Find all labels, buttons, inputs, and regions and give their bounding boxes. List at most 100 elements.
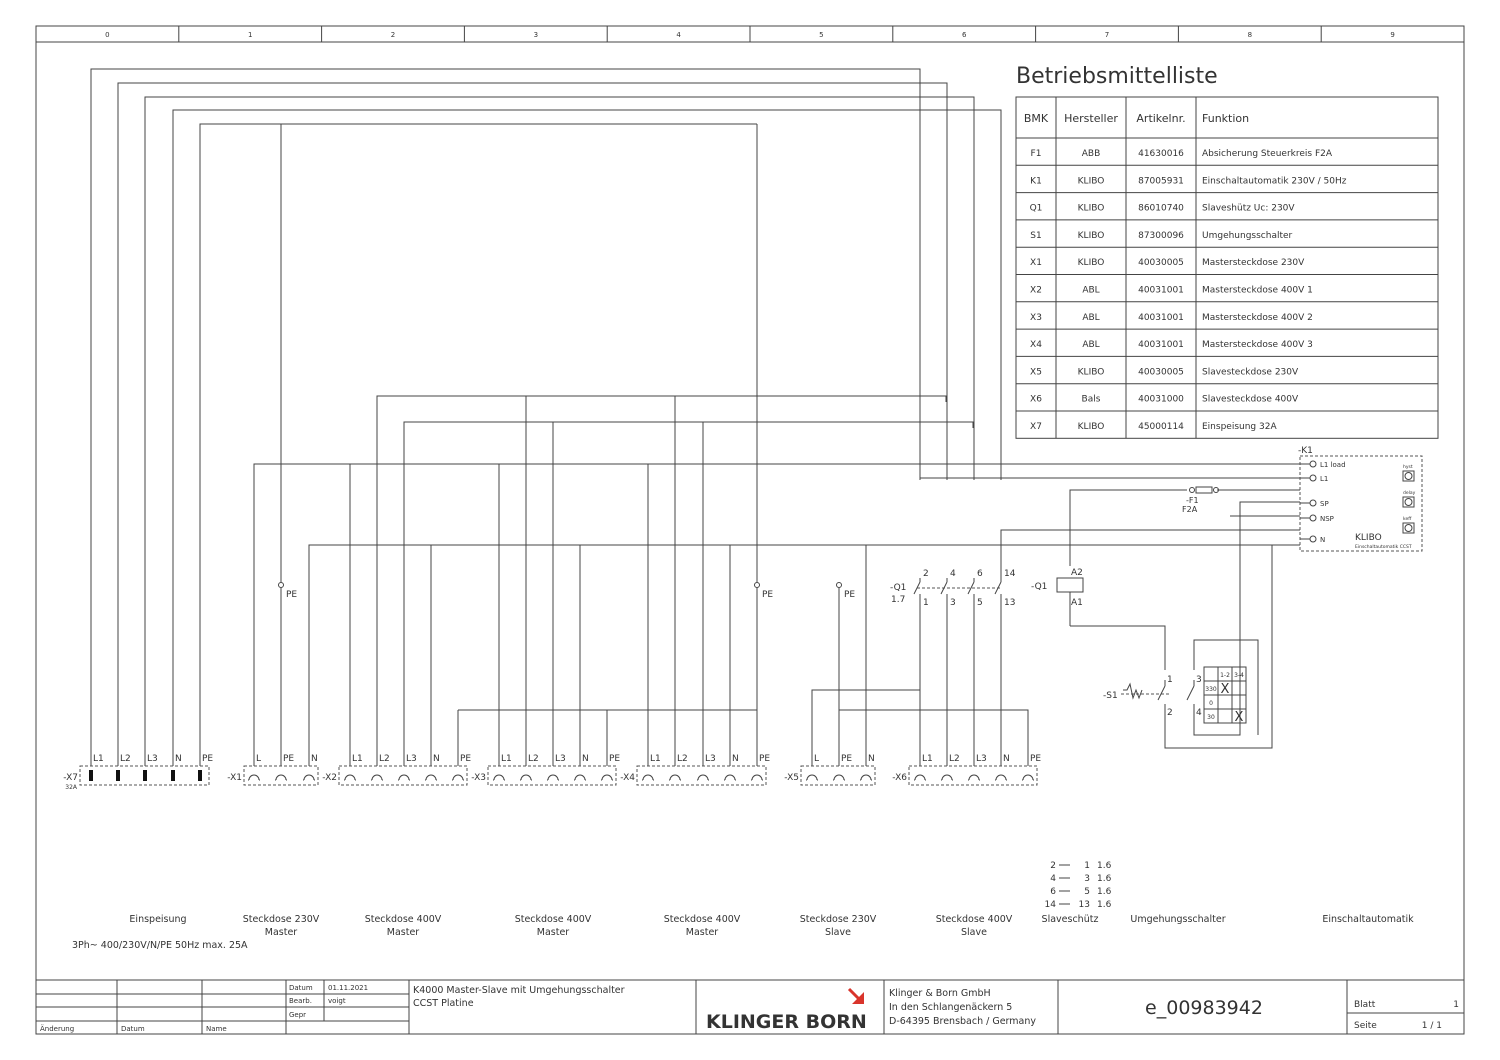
parts-table-cell: KLIBO [1078, 258, 1105, 268]
k1-pin-label: SP [1320, 500, 1329, 508]
terminal-contact [116, 770, 120, 781]
socket-contact [344, 774, 356, 781]
parts-list-title: Betriebsmittelliste [1016, 64, 1218, 89]
socket-contact [968, 774, 980, 781]
pe-connection-point [836, 582, 842, 588]
terminal-contact [89, 770, 93, 781]
contact-map-from: 6 [1050, 887, 1056, 897]
q1-coil [1056, 577, 1084, 593]
k1-knob-label: keff [1403, 516, 1412, 522]
parts-table-cell: Mastersteckdose 400V 1 [1202, 286, 1313, 296]
drawing-subtitle: CCST Platine [413, 998, 474, 1009]
k1-pin [1309, 460, 1317, 468]
parts-table-cell: ABL [1082, 313, 1099, 323]
socket-contact [751, 774, 763, 781]
s1-id: -S1 [1103, 691, 1118, 701]
pe-connection-point [754, 582, 760, 588]
parts-table-header: Hersteller [1064, 112, 1118, 125]
socket-contact [493, 774, 505, 781]
page-label: Seite [1354, 1021, 1377, 1031]
socket-contact [833, 774, 845, 781]
title-block: Änderung Datum Name Datum 01.11.2021 Bea… [36, 979, 1464, 1034]
parts-table-cell: 40031001 [1138, 340, 1184, 350]
q1-bottom-pin: 3 [950, 598, 956, 608]
terminal-block-frame [338, 765, 468, 786]
parts-table-cell: 87300096 [1138, 231, 1184, 241]
terminal-pin-label: N [732, 754, 739, 764]
socket-contact [697, 774, 709, 781]
parts-table-header: BMK [1024, 112, 1049, 125]
k1-pin-label: L1 [1320, 475, 1328, 483]
terminal-block-frame [800, 765, 876, 786]
socket-contact [425, 774, 437, 781]
parts-table-cell: 45000114 [1138, 422, 1184, 432]
socket-contact [669, 774, 681, 781]
parts-table-cell: 87005931 [1138, 176, 1184, 186]
terminal-pin-label: L1 [650, 754, 661, 764]
terminal-contact [171, 770, 175, 781]
socket-contact [520, 774, 532, 781]
terminal-block-frame [636, 765, 767, 786]
parts-table-cell: Umgehungsschalter [1202, 231, 1293, 241]
socket-contact [1022, 774, 1034, 781]
parts-table-cell: Bals [1082, 395, 1101, 405]
socket-contact [860, 774, 872, 781]
socket-contact [371, 774, 383, 781]
function-label: Einschaltautomatik [1322, 914, 1414, 925]
grid-column-number: 9 [1390, 31, 1394, 39]
k1-knob-label: delay [1403, 490, 1416, 496]
terminal-pin-label: N [582, 754, 589, 764]
parts-table-cell: Slaveshütz Uc: 230V [1202, 204, 1295, 214]
k1-pin [1309, 514, 1317, 522]
s1-table-row: 0 [1209, 700, 1213, 707]
terminal-pin-label: L2 [677, 754, 688, 764]
parts-table-cell: 40031001 [1138, 286, 1184, 296]
parts-table-cell: KLIBO [1078, 367, 1105, 377]
terminal-block-frame [79, 765, 210, 786]
drawing-title: K4000 Master-Slave mit Umgehungsschalter [413, 985, 625, 996]
sheet-label: Blatt [1354, 1000, 1376, 1010]
terminal-block-rating: 32A [65, 784, 78, 791]
terminal-block-id: -X4 [620, 773, 635, 783]
terminal-pin-label: L [814, 754, 819, 764]
contact-map-to: 1 [1084, 861, 1090, 871]
k1-id: -K1 [1298, 446, 1313, 456]
function-sublabel: Slave [825, 927, 851, 938]
contact-map-ref: 1.6 [1097, 874, 1112, 884]
logo-arrow-icon [847, 987, 864, 1004]
terminal-pin-label: N [175, 754, 182, 764]
q1-top-pin: 6 [977, 569, 983, 579]
socket-contact [398, 774, 410, 781]
grid-column-number: 4 [676, 31, 681, 39]
contact-map-ref: 1.6 [1097, 900, 1112, 910]
s1-table-mark: X [1235, 710, 1244, 725]
s1-pin: 4 [1196, 708, 1202, 718]
terminal-block-frame [908, 765, 1038, 786]
parts-table-cell: Q1 [1030, 204, 1043, 214]
terminal-block-id: -X2 [322, 773, 337, 783]
grid-column-number: 0 [105, 31, 109, 39]
terminal-block-id: -X6 [892, 773, 907, 783]
grid-column-number: 6 [962, 31, 967, 39]
socket-contact [275, 774, 287, 781]
edited-by-label: Bearb. [289, 997, 312, 1005]
parts-table-cell: ABB [1082, 149, 1101, 159]
function-sublabel: Master [686, 927, 719, 938]
function-label: Umgehungsschalter [1130, 914, 1225, 925]
checked-label: Gepr [289, 1011, 306, 1019]
k1-subtitle: Einschaltautomatik CCST [1355, 544, 1412, 550]
parts-table-cell: S1 [1030, 231, 1041, 241]
terminal-contact [198, 770, 202, 781]
parts-table-cell: K1 [1030, 176, 1042, 186]
change-name-label: Name [206, 1025, 227, 1033]
grid-column-number: 7 [1105, 31, 1109, 39]
parts-table-cell: Absicherung Steuerkreis F2A [1202, 149, 1333, 159]
contact-map-from: 4 [1050, 874, 1056, 884]
company-city: D-64395 Brensbach / Germany [889, 1016, 1036, 1027]
company-street: In den Schlangenäckern 5 [889, 1002, 1012, 1013]
function-sublabel: Master [387, 927, 420, 938]
terminal-pin-label: L3 [406, 754, 417, 764]
terminal-pin-label: L3 [555, 754, 566, 764]
company-name: Klinger & Born GmbH [889, 988, 991, 999]
